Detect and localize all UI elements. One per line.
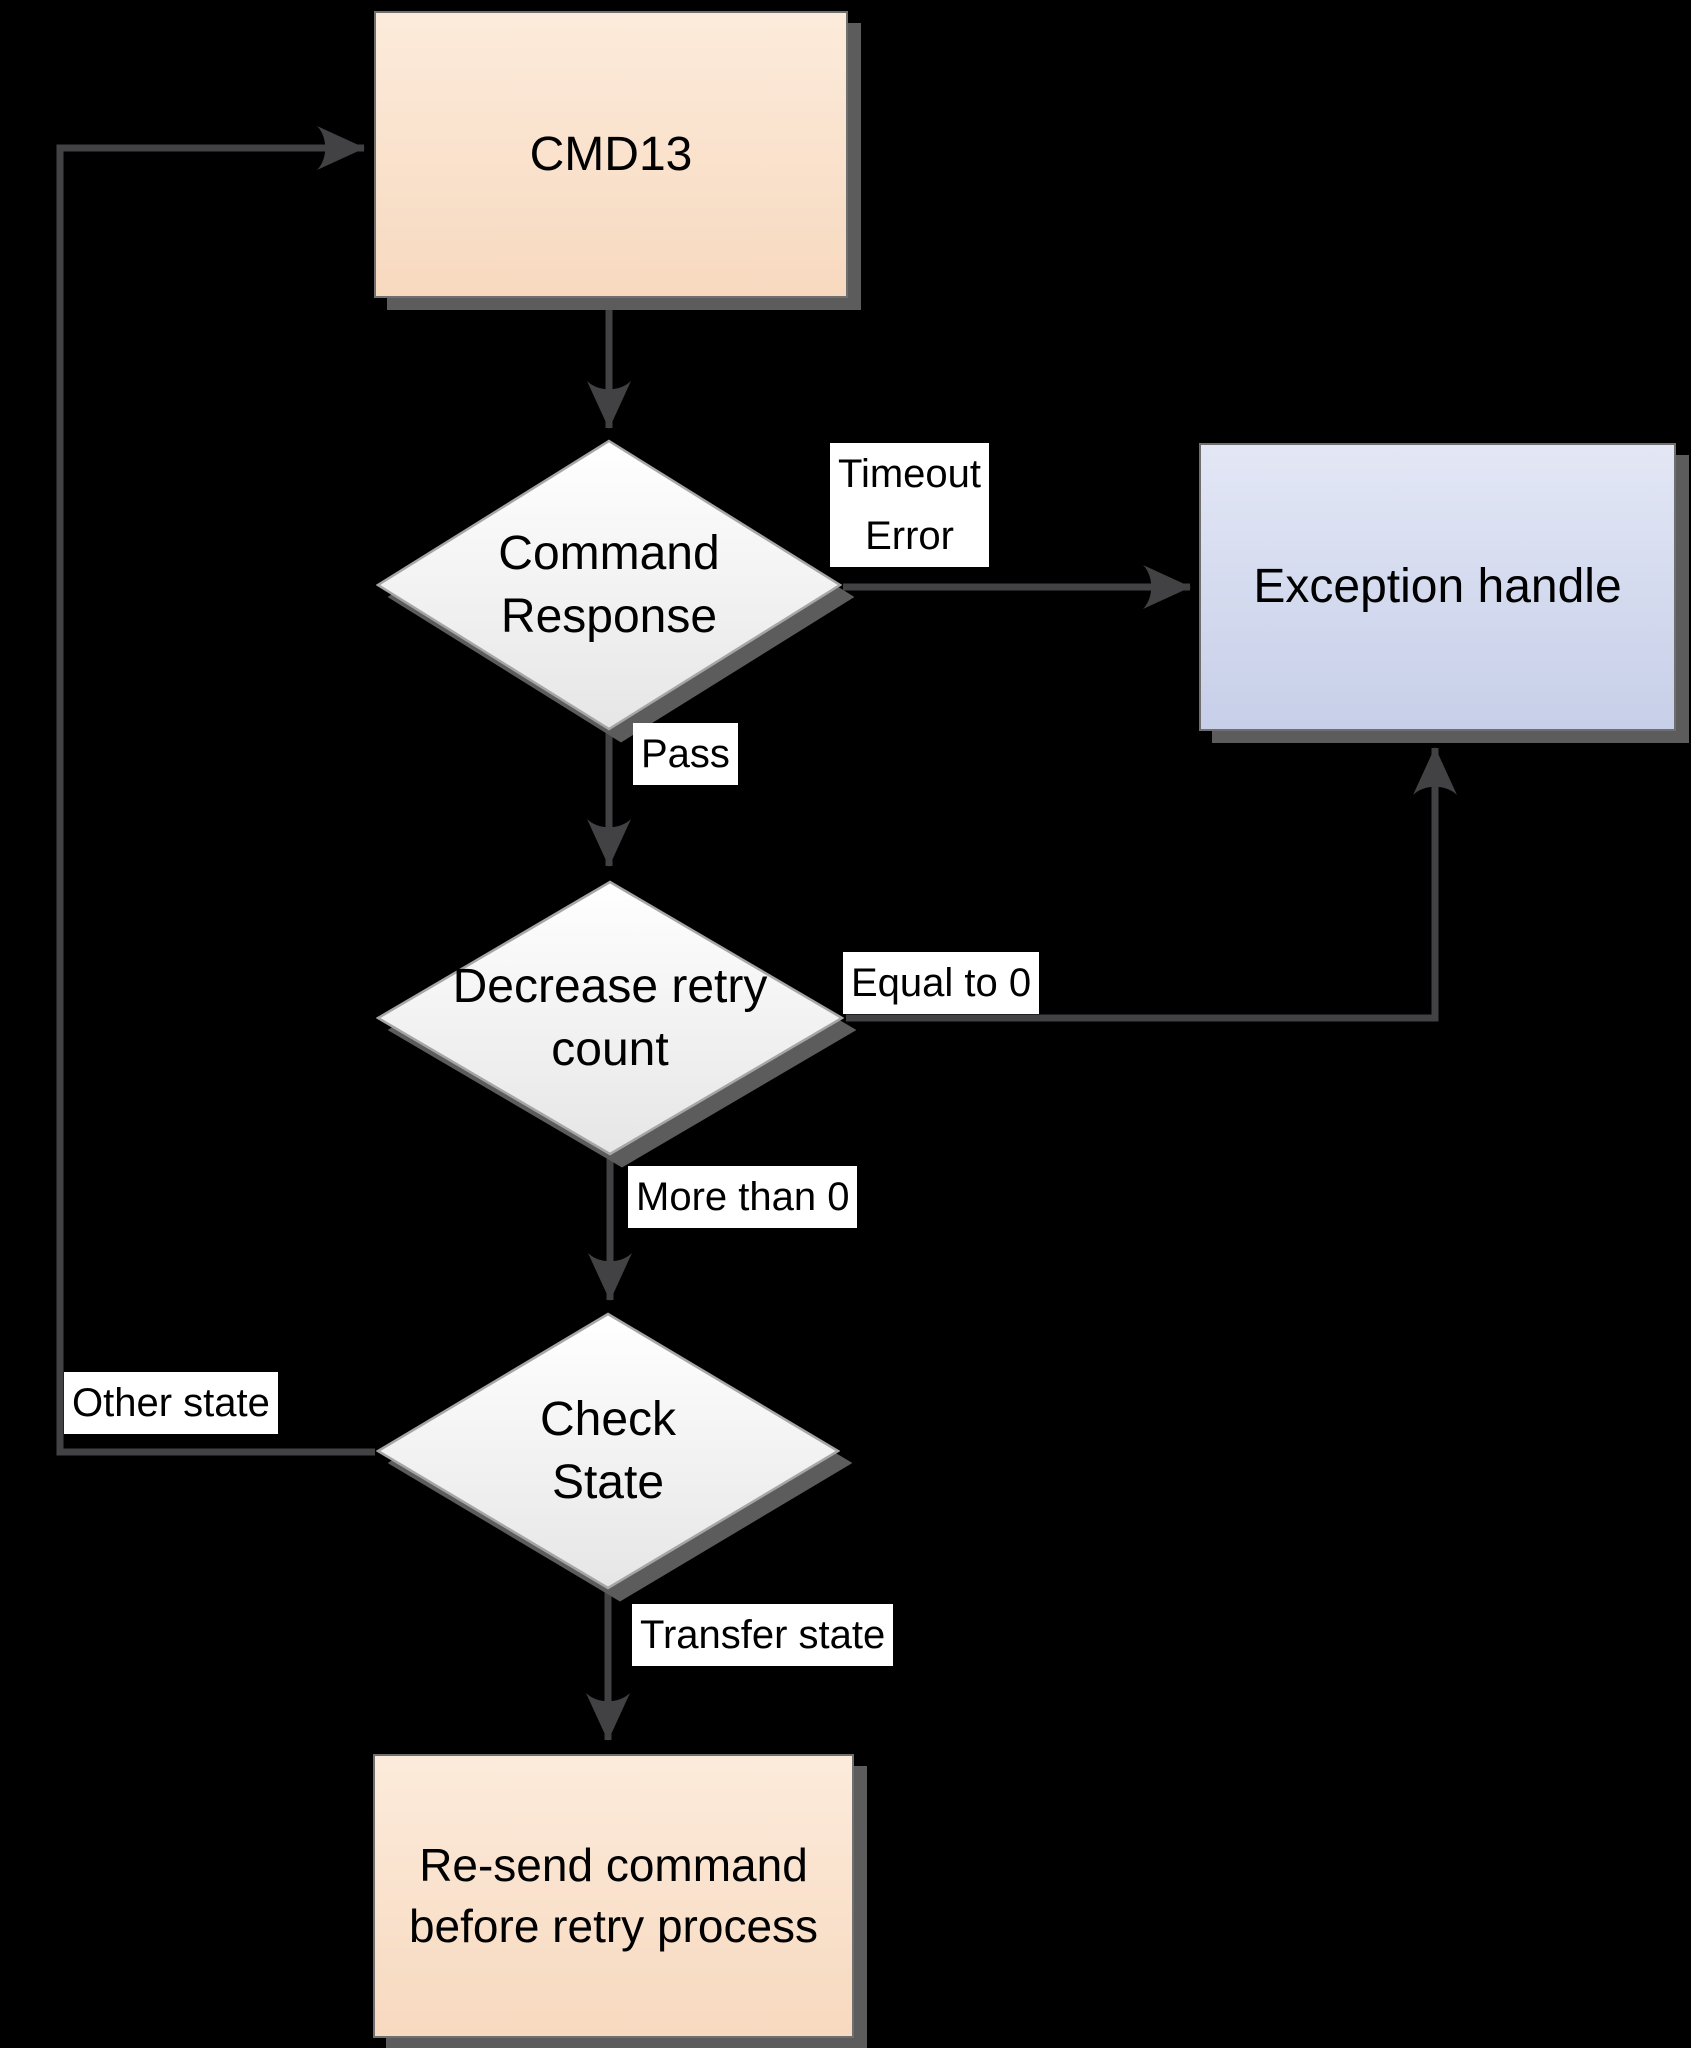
node-resend-command: Re-send command before retry process [373,1754,854,2038]
edge-label-equal-to-0: Equal to 0 [843,952,1040,1014]
node-decrease-retry-count-label: Decrease retry count [452,959,768,1076]
edge-check-state-to-cmd13 [56,126,375,1456]
node-exception-handle: Exception handle [1199,443,1676,731]
edge-label-transfer-state: Transfer state [632,1604,894,1666]
decision-diamond-shape [376,439,842,731]
node-check-state-label: Check State [539,1392,677,1509]
edge-label-more-than-0: More than 0 [628,1166,858,1228]
edge-decrease-retry-to-exception-handle [846,747,1457,1022]
node-cmd13-label: CMD13 [529,127,693,181]
decision-diamond-shape [376,1312,840,1590]
edge-label-timeout-error: Timeout Error [830,443,990,567]
node-exception-handle-label: Exception handle [1253,560,1622,614]
edge-label-other-state: Other state [64,1372,278,1434]
decision-diamond-shape [376,880,844,1156]
node-resend-command-label: Re-send command before retry process [408,1839,819,1952]
node-cmd13: CMD13 [374,11,848,298]
node-command-response: Command Response [376,439,842,731]
node-command-response-label: Command Response [498,526,720,643]
edge-label-pass: Pass [633,723,738,785]
node-decrease-retry-count: Decrease retry count [376,880,844,1156]
node-check-state: Check State [376,1312,840,1590]
